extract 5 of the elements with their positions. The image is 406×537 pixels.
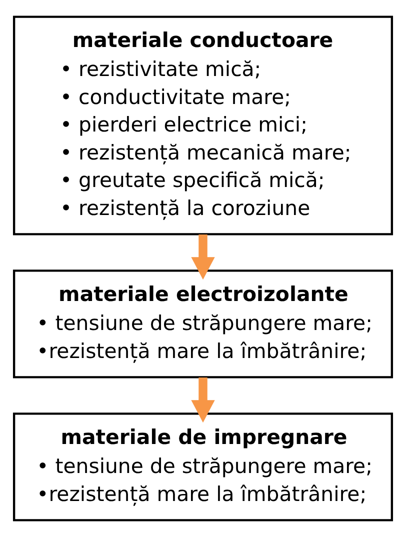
node-box: materiale de impregnare • tensiune de străpungere mare; •rezistență mare la îmbătrânire;	[12, 412, 394, 522]
node-box: materiale electroizolante • tensiune de străpungere mare; •rezistență mare la îmbătrânire;	[12, 270, 394, 378]
arrow	[191, 378, 215, 423]
node-box: materiale conductoare • rezistivitate mică; • conductivitate mare; • pierderi electrice mici; • rezistență mecanică mare; • greutate specifică mică; • rezistență la coroziune	[12, 16, 394, 236]
arrow	[191, 234, 215, 280]
